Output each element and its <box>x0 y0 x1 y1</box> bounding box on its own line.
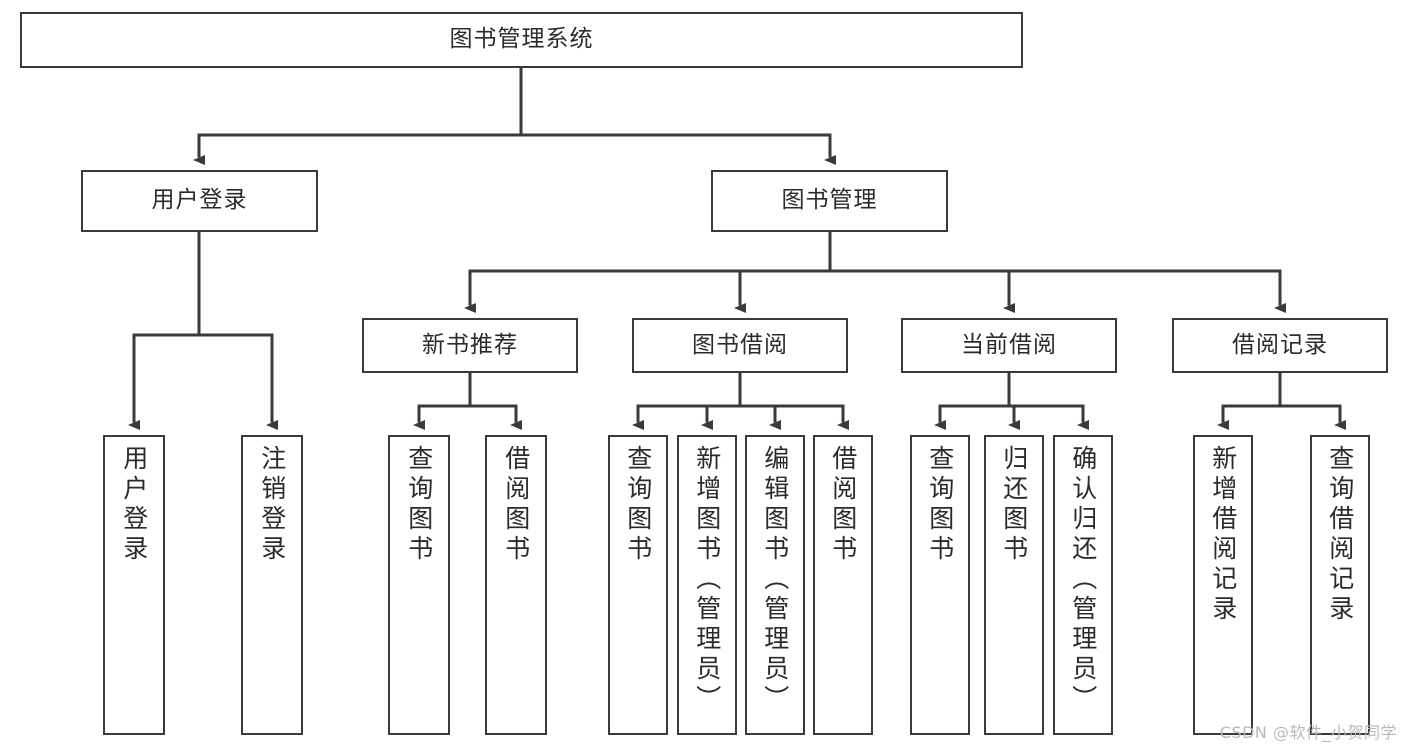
node-borrow-record-label: 借阅记录 <box>1232 331 1328 358</box>
node-leaf-query-book-1-label: 查询图书 <box>404 445 434 565</box>
node-new-book-rec[interactable]: 新书推荐 <box>362 318 578 373</box>
node-borrow-record[interactable]: 借阅记录 <box>1172 318 1388 373</box>
node-leaf-borrow-book-2[interactable]: 借阅图书 <box>813 435 873 735</box>
node-root[interactable]: 图书管理系统 <box>20 12 1023 68</box>
watermark: CSDN @软件_小贺同学 <box>1219 723 1397 742</box>
node-current-borrow-label: 当前借阅 <box>961 331 1057 358</box>
node-leaf-query-book-3[interactable]: 查询图书 <box>910 435 970 735</box>
node-leaf-query-book-2-label: 查询图书 <box>623 445 653 565</box>
node-user-login[interactable]: 用户登录 <box>81 170 318 232</box>
node-book-manage-label: 图书管理 <box>781 187 878 214</box>
node-current-borrow[interactable]: 当前借阅 <box>901 318 1117 373</box>
node-leaf-user-login[interactable]: 用户登录 <box>103 435 165 735</box>
node-leaf-query-book-2[interactable]: 查询图书 <box>608 435 668 735</box>
node-user-login-label: 用户登录 <box>151 187 248 214</box>
node-leaf-user-login-label: 用户登录 <box>119 445 149 565</box>
node-leaf-edit-book-label: 编辑图书（管理员） <box>760 445 790 715</box>
node-leaf-query-record-label: 查询借阅记录 <box>1325 445 1355 625</box>
node-leaf-query-record[interactable]: 查询借阅记录 <box>1310 435 1370 735</box>
node-leaf-add-book[interactable]: 新增图书（管理员） <box>677 435 737 735</box>
node-leaf-borrow-book-2-label: 借阅图书 <box>828 445 858 565</box>
node-leaf-add-record[interactable]: 新增借阅记录 <box>1193 435 1253 735</box>
node-leaf-query-book-1[interactable]: 查询图书 <box>388 435 450 735</box>
node-leaf-return-book[interactable]: 归还图书 <box>984 435 1044 735</box>
node-leaf-edit-book[interactable]: 编辑图书（管理员） <box>745 435 805 735</box>
node-leaf-add-book-label: 新增图书（管理员） <box>692 445 722 715</box>
node-leaf-user-logout-label: 注销登录 <box>257 445 287 565</box>
node-leaf-borrow-book-1[interactable]: 借阅图书 <box>485 435 547 735</box>
node-leaf-borrow-book-1-label: 借阅图书 <box>501 445 531 565</box>
node-new-book-rec-label: 新书推荐 <box>422 331 518 358</box>
node-book-borrow-label: 图书借阅 <box>692 331 788 358</box>
node-root-label: 图书管理系统 <box>449 26 594 53</box>
node-book-borrow[interactable]: 图书借阅 <box>632 318 848 373</box>
node-leaf-confirm-return[interactable]: 确认归还（管理员） <box>1053 435 1113 735</box>
node-leaf-return-book-label: 归还图书 <box>999 445 1029 565</box>
node-leaf-user-logout[interactable]: 注销登录 <box>241 435 303 735</box>
node-leaf-confirm-return-label: 确认归还（管理员） <box>1068 445 1098 715</box>
node-book-manage[interactable]: 图书管理 <box>711 170 948 232</box>
node-leaf-query-book-3-label: 查询图书 <box>925 445 955 565</box>
node-leaf-add-record-label: 新增借阅记录 <box>1208 445 1238 625</box>
